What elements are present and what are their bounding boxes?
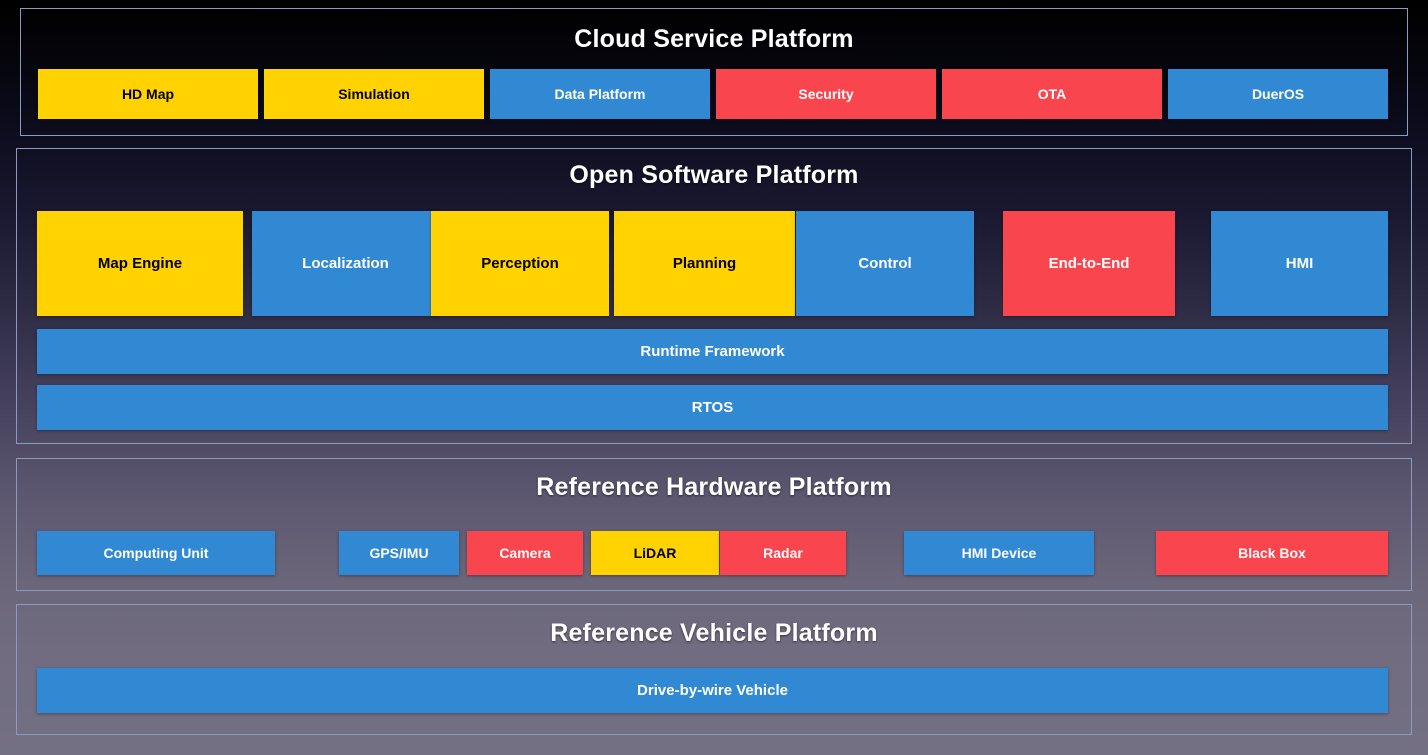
layer-cloud-service-platform: Cloud Service Platform HD Map Simulation… — [20, 8, 1408, 136]
module-camera[interactable]: Camera — [467, 531, 583, 575]
module-radar[interactable]: Radar — [720, 531, 846, 575]
layer-reference-hardware-platform: Reference Hardware Platform Computing Un… — [16, 458, 1412, 591]
module-planning[interactable]: Planning — [614, 211, 795, 316]
layer-title-reference-hardware-platform: Reference Hardware Platform — [536, 473, 892, 501]
layer-reference-vehicle-platform: Reference Vehicle Platform Drive-by-wire… — [16, 604, 1412, 735]
module-runtime-framework[interactable]: Runtime Framework — [37, 329, 1388, 374]
module-hmi[interactable]: HMI — [1211, 211, 1388, 316]
module-rtos[interactable]: RTOS — [37, 385, 1388, 430]
module-end-to-end[interactable]: End-to-End — [1003, 211, 1175, 316]
module-localization[interactable]: Localization — [252, 211, 439, 316]
module-lidar[interactable]: LiDAR — [591, 531, 719, 575]
module-dueros[interactable]: DuerOS — [1168, 69, 1388, 119]
module-computing-unit[interactable]: Computing Unit — [37, 531, 275, 575]
module-data-platform[interactable]: Data Platform — [490, 69, 710, 119]
layer-title-open-software-platform: Open Software Platform — [569, 161, 859, 189]
module-black-box[interactable]: Black Box — [1156, 531, 1388, 575]
module-hmi-device[interactable]: HMI Device — [904, 531, 1094, 575]
module-control[interactable]: Control — [796, 211, 974, 316]
module-ota[interactable]: OTA — [942, 69, 1162, 119]
module-hd-map[interactable]: HD Map — [38, 69, 258, 119]
module-simulation[interactable]: Simulation — [264, 69, 484, 119]
module-gps-imu[interactable]: GPS/IMU — [339, 531, 459, 575]
module-map-engine[interactable]: Map Engine — [37, 211, 243, 316]
module-security[interactable]: Security — [716, 69, 936, 119]
layer-title-reference-vehicle-platform: Reference Vehicle Platform — [550, 619, 878, 647]
module-drive-by-wire-vehicle[interactable]: Drive-by-wire Vehicle — [37, 668, 1388, 713]
layer-title-cloud-service-platform: Cloud Service Platform — [574, 25, 854, 53]
module-perception[interactable]: Perception — [431, 211, 609, 316]
layer-open-software-platform: Open Software Platform Map Engine Locali… — [16, 148, 1412, 444]
